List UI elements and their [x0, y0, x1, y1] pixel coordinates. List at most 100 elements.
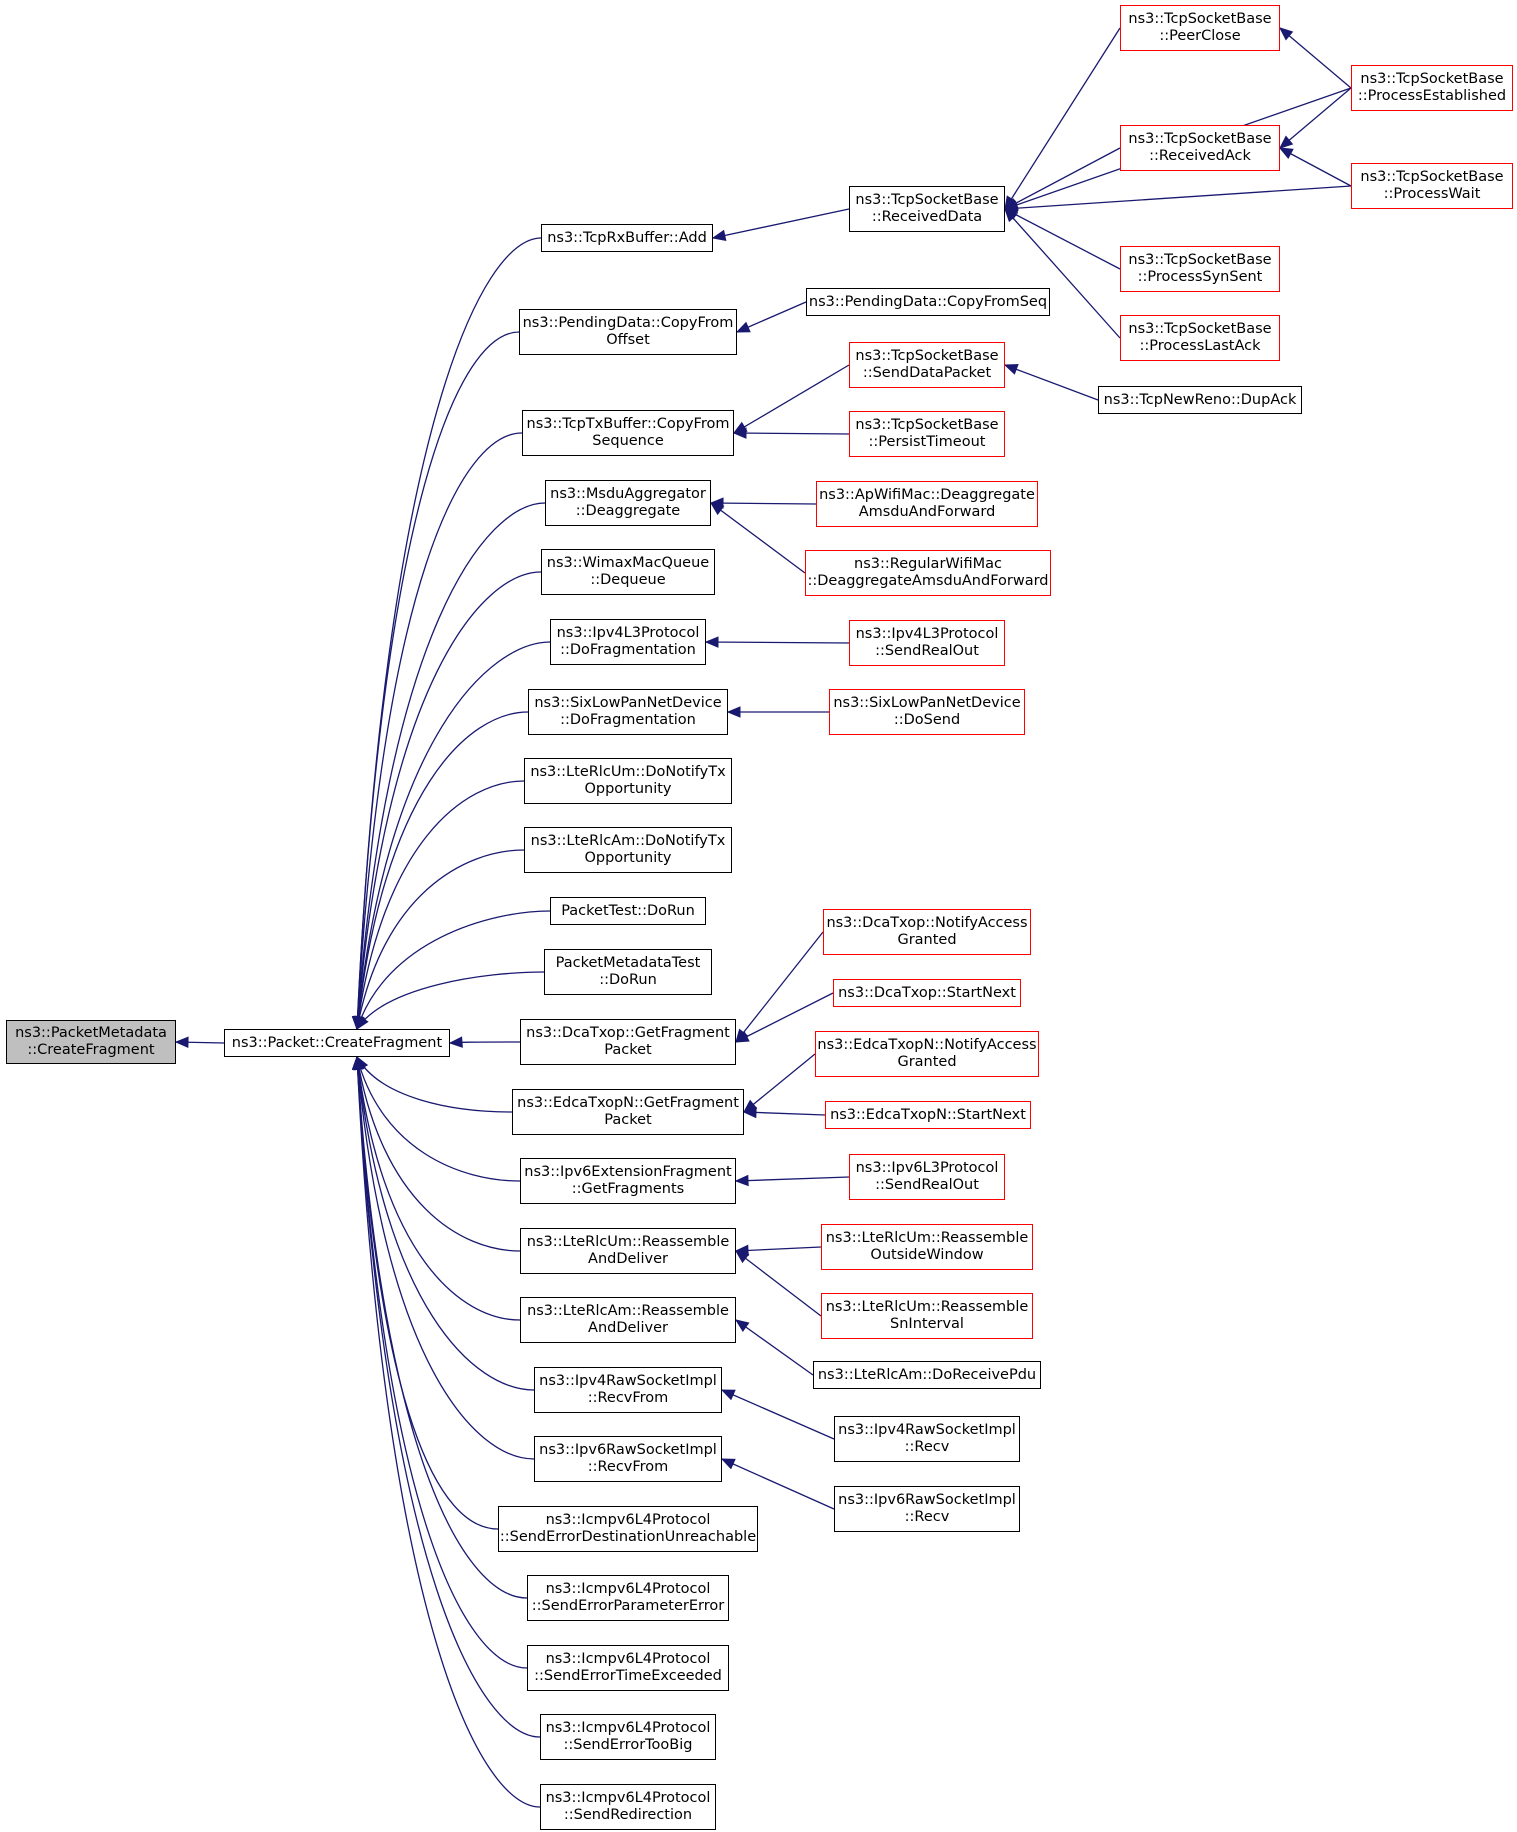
- node-recvack[interactable]: ns3::TcpSocketBase::ReceivedAck: [1120, 125, 1280, 171]
- edge-ptrun-to-create: [356, 910, 551, 1030]
- node-rxadd[interactable]: ns3::TcpRxBuffer::Add: [541, 224, 713, 252]
- edge-icparam-to-create: [356, 1056, 528, 1599]
- node-ipv6ext[interactable]: ns3::Ipv6ExtensionFragment::GetFragments: [520, 1158, 736, 1204]
- node-icbig[interactable]: ns3::Icmpv6L4Protocol::SendErrorTooBig: [540, 1714, 716, 1760]
- arrowhead: [734, 1174, 749, 1187]
- node-icparam[interactable]: ns3::Icmpv6L4Protocol::SendErrorParamete…: [527, 1575, 729, 1621]
- node-synsent[interactable]: ns3::TcpSocketBase::ProcessSynSent: [1120, 246, 1280, 292]
- node-label-line: ::GetFragments: [571, 1181, 685, 1197]
- node-regdeagg[interactable]: ns3::RegularWifiMac::DeaggregateAmsduAnd…: [805, 550, 1051, 596]
- node-dcastart[interactable]: ns3::DcaTxop::StartNext: [833, 979, 1021, 1007]
- node-procwait[interactable]: ns3::TcpSocketBase::ProcessWait: [1351, 163, 1513, 209]
- node-v6sendreal[interactable]: ns3::Ipv6L3Protocol::SendRealOut: [849, 1154, 1005, 1200]
- edge-pdoffset-to-create: [356, 331, 520, 1030]
- node-root: ns3::PacketMetadata::CreateFragment: [6, 1020, 176, 1064]
- edge-lastack-to-recvdata: [1004, 208, 1121, 339]
- edge-edcastart-to-edcaget: [743, 1111, 826, 1116]
- arrowhead: [735, 321, 751, 333]
- arrowhead: [742, 1106, 757, 1119]
- arrowhead: [711, 229, 727, 242]
- node-ptrun[interactable]: PacketTest::DoRun: [550, 897, 706, 925]
- node-label-line: ns3::SixLowPanNetDevice: [833, 695, 1021, 711]
- node-label-line: ::DoFragmentation: [560, 712, 696, 728]
- node-dupack[interactable]: ns3::TcpNewReno::DupAck: [1098, 386, 1302, 414]
- node-label-line: ::ReceivedData: [871, 209, 983, 225]
- node-recvdata[interactable]: ns3::TcpSocketBase::ReceivedData: [849, 186, 1005, 232]
- edge-senddata-to-txseq: [733, 364, 850, 434]
- node-procest[interactable]: ns3::TcpSocketBase::ProcessEstablished: [1351, 65, 1513, 111]
- edge-recvack-to-recvdata: [1004, 147, 1121, 210]
- node-label-line: ns3::PacketMetadata: [15, 1025, 167, 1041]
- node-label-line: ns3::Ipv6L3Protocol: [855, 1160, 999, 1176]
- arrowhead: [734, 1031, 750, 1043]
- node-senddata[interactable]: ns3::TcpSocketBase::SendDataPacket: [849, 342, 1005, 388]
- node-persist[interactable]: ns3::TcpSocketBase::PersistTimeout: [849, 411, 1005, 457]
- arrowhead: [356, 1015, 369, 1031]
- node-create[interactable]: ns3::Packet::CreateFragment: [224, 1029, 450, 1057]
- node-v4sendreal[interactable]: ns3::Ipv4L3Protocol::SendRealOut: [849, 620, 1005, 666]
- edge-synsent-to-recvdata: [1004, 208, 1121, 270]
- arrowhead: [1004, 208, 1018, 223]
- node-sixsend[interactable]: ns3::SixLowPanNetDevice::DoSend: [829, 689, 1025, 735]
- edge-peerclose-to-recvdata: [1004, 27, 1121, 210]
- edge-v4recv-to-v4raw: [721, 1389, 835, 1440]
- node-v6raw[interactable]: ns3::Ipv6RawSocketImpl::RecvFrom: [534, 1436, 722, 1482]
- node-ipv4frag[interactable]: ns3::Ipv4L3Protocol::DoFragmentation: [550, 619, 706, 665]
- arrowhead: [1279, 135, 1294, 149]
- node-v4recv[interactable]: ns3::Ipv4RawSocketImpl::Recv: [834, 1416, 1020, 1462]
- edge-umsn-to-umreas: [735, 1250, 822, 1317]
- edge-procest-to-recvack: [1279, 87, 1352, 149]
- node-ictime[interactable]: ns3::Icmpv6L4Protocol::SendErrorTimeExce…: [527, 1645, 729, 1691]
- node-v4raw[interactable]: ns3::Ipv4RawSocketImpl::RecvFrom: [534, 1367, 722, 1413]
- node-sixfrag[interactable]: ns3::SixLowPanNetDevice::DoFragmentation: [528, 689, 728, 735]
- node-label-line: ns3::LteRlcAm::DoNotifyTx: [530, 833, 726, 849]
- node-label-line: ns3::EdcaTxopN::StartNext: [830, 1106, 1026, 1123]
- node-label-line: Packet: [604, 1042, 652, 1058]
- node-label-line: ::Dequeue: [590, 572, 666, 588]
- edge-msdu-to-create: [356, 502, 546, 1030]
- node-msdu[interactable]: ns3::MsduAggregator::Deaggregate: [545, 480, 711, 526]
- edge-regdeagg-to-msdu: [710, 502, 806, 574]
- node-label-line: ns3::TcpSocketBase: [1360, 71, 1504, 87]
- node-v6recv[interactable]: ns3::Ipv6RawSocketImpl::Recv: [834, 1486, 1020, 1532]
- edge-amnotify-to-create: [356, 849, 525, 1030]
- arrowhead: [448, 1036, 463, 1048]
- node-label-line: ns3::Icmpv6L4Protocol: [545, 1512, 711, 1528]
- node-label-line: ::SendErrorTimeExceeded: [534, 1668, 722, 1684]
- node-pdseq[interactable]: ns3::PendingData::CopyFromSeq: [806, 288, 1050, 316]
- node-peerclose[interactable]: ns3::TcpSocketBase::PeerClose: [1120, 5, 1280, 51]
- edge-v4sendreal-to-ipv4frag: [705, 641, 850, 644]
- node-icredir[interactable]: ns3::Icmpv6L4Protocol::SendRedirection: [540, 1784, 716, 1830]
- node-label-line: ns3::Ipv6ExtensionFragment: [524, 1164, 732, 1180]
- node-wimax[interactable]: ns3::WimaxMacQueue::Dequeue: [541, 549, 715, 595]
- edge-rxadd-to-create: [356, 237, 542, 1030]
- node-amrecv[interactable]: ns3::LteRlcAm::DoReceivePdu: [813, 1361, 1041, 1389]
- node-label-line: ns3::Ipv4RawSocketImpl: [539, 1373, 717, 1389]
- node-label-line: ::DoSend: [893, 712, 961, 728]
- node-label-line: ns3::LteRlcUm::Reassemble: [825, 1230, 1029, 1246]
- node-label-line: ::SendRedirection: [563, 1807, 693, 1823]
- node-pmtrun[interactable]: PacketMetadataTest::DoRun: [544, 949, 712, 995]
- edge-amreas-to-create: [356, 1056, 521, 1321]
- node-label-line: ns3::TcpTxBuffer::CopyFrom: [526, 416, 730, 432]
- node-icdest[interactable]: ns3::Icmpv6L4Protocol::SendErrorDestinat…: [498, 1506, 758, 1552]
- edge-v4raw-to-create: [356, 1056, 535, 1391]
- node-label-line: ns3::SixLowPanNetDevice: [534, 695, 722, 711]
- arrowhead: [720, 1389, 736, 1401]
- node-lastack[interactable]: ns3::TcpSocketBase::ProcessLastAck: [1120, 315, 1280, 361]
- node-edcastart[interactable]: ns3::EdcaTxopN::StartNext: [825, 1101, 1031, 1129]
- node-label-line: ::RecvFrom: [587, 1390, 669, 1406]
